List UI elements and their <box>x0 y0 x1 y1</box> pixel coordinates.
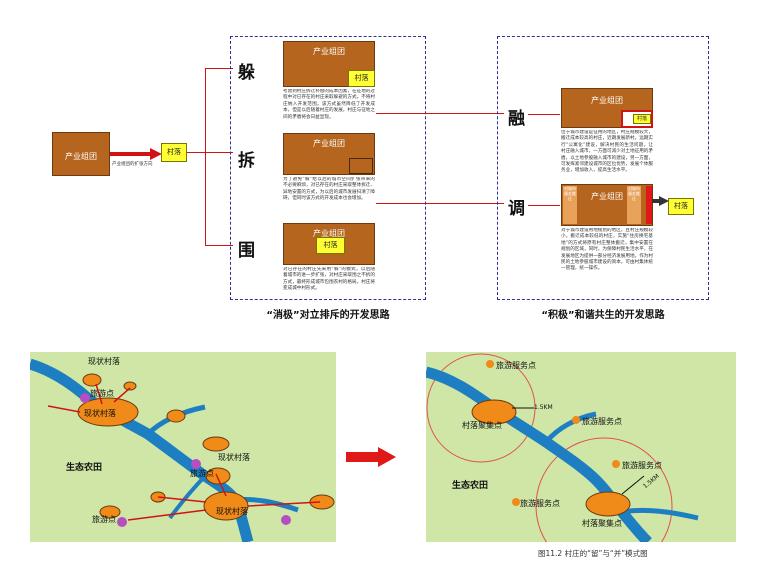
connector-line <box>376 113 504 114</box>
connector-line <box>528 205 560 206</box>
settlement <box>99 505 121 519</box>
map-label-service: 旅游服务点 <box>582 417 622 426</box>
wei-village: 村落 <box>316 237 345 254</box>
river-branch <box>621 507 699 521</box>
map-label-farmland: 生态农田 <box>66 463 103 473</box>
industry-label: 产业组团 <box>65 152 97 161</box>
option-char-chai: 拆 <box>238 151 255 171</box>
chai-description: 为了避免“躲”给以后的城市空间扩张带来的不必要麻烦，对已存在的村庄采取整体拆迁、… <box>283 177 375 202</box>
map-label-village: 现状村落 <box>88 357 120 366</box>
connector-line <box>205 68 233 69</box>
figure-caption: 图11.2 村庄的“留”与“并”模式图 <box>538 549 648 558</box>
service-point-icon <box>612 460 620 468</box>
village-cluster <box>471 399 517 425</box>
tiao-service-strip-right: 对城市服务搬迁 <box>627 186 641 224</box>
duo-description: 考虑到村庄拆迁补偿的成本因素，在征地的过程中对已存在的村庄采取躲避的方式，不将村… <box>283 89 375 120</box>
settlement <box>202 436 230 452</box>
negative-approach-frame <box>230 36 426 300</box>
connector-line <box>205 152 233 153</box>
option-char-wei: 围 <box>238 241 255 261</box>
map-label-cluster: 村落聚集点 <box>582 519 622 528</box>
source-industry-cluster: 产业组团 <box>52 132 110 176</box>
map-label-farmland: 生态农田 <box>452 481 489 491</box>
tourism-point-icon <box>80 393 90 403</box>
industry-label: 产业组团 <box>313 229 345 238</box>
map-label-village: 现状村落 <box>216 507 248 516</box>
option-char-tiao: 调 <box>508 199 525 219</box>
link-lines <box>47 383 321 521</box>
map-label-village: 现状村落 <box>218 453 250 462</box>
connector-line <box>205 68 206 246</box>
connector-line <box>205 245 233 246</box>
tiao-boundary-strip <box>646 186 652 224</box>
tourism-point-icon <box>191 459 201 469</box>
service-point-icon <box>512 498 520 506</box>
merged-villages-map: 旅游服务点 村落聚集点 1.5KM 旅游服务点 生态农田 旅游服务点 1.5KM… <box>426 352 736 542</box>
river-branch <box>544 411 597 444</box>
service-radius-ring <box>535 437 673 542</box>
settlement <box>205 467 231 485</box>
village-cluster <box>585 491 631 517</box>
tiao-description: 对于城市建设用地规划的地区，且村庄规模较小，搬迁成本较低的村庄，实施“住房换宅基… <box>561 228 653 272</box>
map-label-tourism: 旅游点 <box>92 515 116 524</box>
wei-description: 对已存在的村庄先采用“躲”的模式，以后随着城市的进一步扩张，对村庄采取围之不拆的… <box>283 267 375 292</box>
connector-line <box>376 203 504 204</box>
option-char-duo: 躲 <box>238 63 255 83</box>
negative-caption: “消极”对立排斥的开发思路 <box>266 310 390 321</box>
duo-village: 村落 <box>348 70 375 87</box>
rong-description: 位于城市建设是征用的地区，村庄规模较大，搬迁成本较高的村庄，近期发展新村。远期实… <box>561 130 653 174</box>
current-villages-map: 现状村落 旅游点 现状村落 生态农田 现状村落 旅游点 现状村落 旅游点 <box>30 352 336 542</box>
industry-label: 产业组团 <box>313 139 345 148</box>
source-village: 村落 <box>161 143 187 162</box>
chai-industry-cluster: 产业组团 <box>283 133 375 175</box>
industry-label: 产业组团 <box>313 47 345 56</box>
connector-line <box>528 114 560 115</box>
positive-caption: “积极”和谐共生的开发思路 <box>541 310 665 321</box>
settlement <box>166 409 186 423</box>
option-char-rong: 融 <box>508 109 525 129</box>
tourism-point-icon <box>117 517 127 527</box>
map-label-tourism: 旅游点 <box>190 469 214 478</box>
distance-line <box>621 475 645 495</box>
map-label-service: 旅游服务点 <box>622 461 662 470</box>
positive-approach-frame <box>497 36 709 300</box>
map-label-tourism: 旅游点 <box>90 389 114 398</box>
chai-demolished-village <box>349 158 373 174</box>
service-point-icon <box>572 416 580 424</box>
tiao-village: 村落 <box>668 198 694 215</box>
industry-label: 产业组团 <box>591 96 623 105</box>
expansion-arrow-icon <box>110 148 162 160</box>
map-label-service: 旅游服务点 <box>520 499 560 508</box>
map-label-cluster: 村落聚集点 <box>462 421 502 430</box>
transition-arrow-icon <box>346 447 396 467</box>
merged-map-drawing <box>426 353 699 542</box>
relocation-arrow-icon <box>652 196 669 206</box>
current-map-drawing <box>30 358 335 542</box>
settlement <box>82 373 102 387</box>
map-label-service: 旅游服务点 <box>496 361 536 370</box>
map-label-distance: 1.5KM <box>534 404 553 411</box>
map-label-village: 现状村落 <box>84 409 116 418</box>
settlement <box>123 381 137 391</box>
service-point-icon <box>486 360 494 368</box>
tourism-point-icon <box>281 515 291 525</box>
rong-village: 村落 <box>633 114 651 124</box>
connector-line <box>187 152 205 153</box>
tiao-service-strip-left: 对城市服务搬迁 <box>563 186 577 224</box>
expansion-arrow-label: 产业组团的扩张方向 <box>112 162 153 167</box>
service-radius-ring <box>426 353 536 463</box>
industry-label: 产业组团 <box>591 192 623 201</box>
